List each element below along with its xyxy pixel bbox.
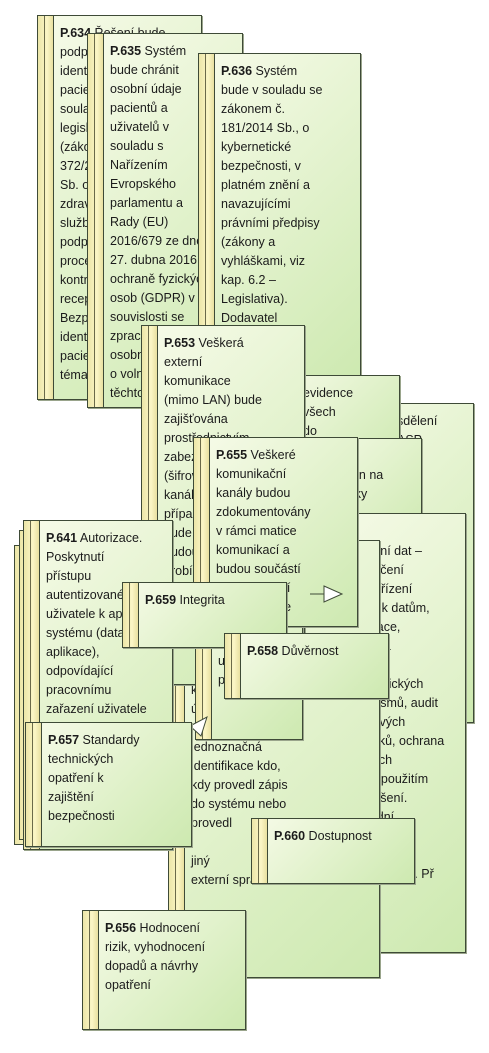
requirement-id: P.658 [247, 644, 279, 658]
requirement-id: P.657 [48, 733, 80, 747]
requirement-text: Integrita [179, 593, 225, 607]
note-bar [252, 819, 268, 883]
requirement-p656[interactable]: P.656 Hodnocení rizik, vyhodnocení dopad… [82, 910, 246, 1030]
note-bar [26, 723, 42, 846]
realization-arrow-icon [310, 585, 344, 603]
requirement-text: Autorizace. Poskytnutí přístupu autentiz… [46, 531, 150, 716]
requirement-id: P.653 [164, 336, 196, 350]
realization-arrow-icon [189, 715, 208, 737]
requirement-p636[interactable]: P.636 Systém bude v souladu se zákonem č… [198, 53, 361, 383]
note-bar [123, 583, 139, 647]
requirement-id: P.641 [46, 531, 78, 545]
requirement-id: P.659 [145, 593, 177, 607]
requirement-id: P.636 [221, 64, 253, 78]
requirement-text: evidence všech do [303, 386, 354, 438]
requirement-id: P.660 [274, 829, 306, 843]
requirement-text: Dostupnost [308, 829, 372, 843]
requirement-text: Důvěrnost [281, 644, 339, 658]
requirement-id: P.635 [110, 44, 142, 58]
note-bar [199, 54, 215, 382]
requirement-text: Standardy technických opatření k zajiště… [48, 733, 140, 823]
note-bar [88, 34, 104, 407]
note-bar [225, 634, 241, 698]
requirement-id: P.656 [105, 921, 137, 935]
requirement-p658[interactable]: P.658 Důvěrnost [224, 633, 389, 699]
note-bar [38, 16, 54, 399]
requirement-id: P.634 [60, 26, 92, 40]
note-bar [194, 438, 210, 626]
requirement-id: P.655 [216, 448, 248, 462]
note-bar [83, 911, 99, 1029]
requirement-text: Hodnocení rizik, vyhodnocení dopadů a ná… [105, 921, 206, 992]
requirement-text: Systém bude v souladu se zákonem č. 181/… [221, 64, 323, 363]
requirement-p660[interactable]: P.660 Dostupnost [251, 818, 415, 884]
requirement-p657[interactable]: P.657 Standardy technických opatření k z… [25, 722, 192, 847]
